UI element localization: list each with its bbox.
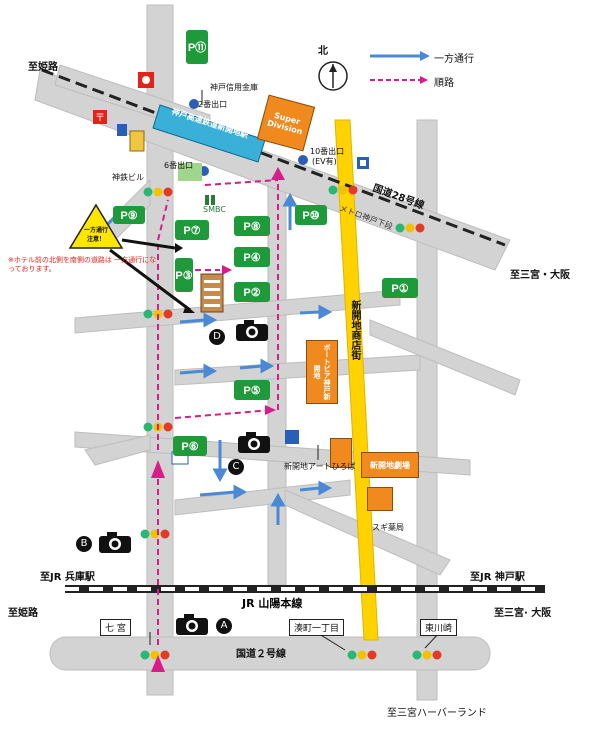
traffic-light — [395, 223, 425, 233]
traffic-light — [347, 650, 377, 660]
route28-rail — [41, 68, 506, 247]
sugi-label: スギ薬局 — [372, 523, 404, 532]
dest-harborland: 至三宮ハーバーランド — [387, 708, 487, 719]
road-h1 — [74, 289, 401, 334]
smbc-logo — [205, 195, 215, 205]
exit10-sub-label: (EV有) — [312, 157, 337, 166]
exit6-label: 6番出口 — [164, 161, 194, 170]
parking-p9[interactable]: P⑨ — [113, 206, 145, 224]
crossing-higashikawasaki: 東川崎 — [420, 619, 458, 636]
roads — [34, 4, 521, 701]
warning-sign-label: 一方通行 注意！ — [83, 227, 108, 243]
parking-p3[interactable]: P③ — [175, 258, 193, 292]
traffic-lights — [140, 185, 442, 660]
road-mid-right — [369, 319, 521, 396]
signboard-icon — [129, 130, 145, 152]
shinkaichi-theater-building: 新開地劇場 — [361, 452, 419, 478]
north-label: 北 — [318, 46, 328, 57]
oneway-arrows — [93, 192, 333, 525]
oneway-arrow — [199, 490, 236, 497]
art-hiroba-building — [330, 438, 352, 468]
exit10-label: 10番出口 — [310, 147, 345, 156]
dest-sannomiya-osaka-top: 至三宮・大阪 — [510, 270, 570, 281]
warning-icon — [68, 203, 124, 249]
legend-oneway-arrowhead — [420, 51, 430, 61]
exit2-label: 2番出口 — [198, 100, 228, 109]
bootopia-building: ボートピア神戸新開地 — [306, 340, 338, 404]
route-path — [157, 175, 279, 645]
kobe-bldg-label: 神鉄ビル — [112, 173, 144, 182]
dest-sannomiya-osaka-bottom: 至三宮· 大阪 — [494, 608, 552, 619]
kosoku-station — [152, 104, 266, 163]
jr-line-label: JR 山陽本線 — [242, 597, 303, 610]
legend-route-arrowhead — [420, 76, 428, 84]
svg-text:〒: 〒 — [95, 113, 105, 124]
warning-pointer — [121, 238, 176, 250]
legend-oneway-label: 一方通行 — [434, 54, 474, 65]
crossing-minatomachi: 湊町一丁目 — [289, 619, 345, 636]
camera-label-b: B — [76, 536, 92, 552]
traffic-light — [140, 650, 170, 660]
hotel-icon — [200, 273, 224, 313]
parking-p6[interactable]: P⑥ — [173, 436, 207, 456]
route2-label: 国道２号線 — [236, 649, 286, 660]
art-hiroba-label: 新開地アートひろば — [284, 462, 356, 471]
sugi-building — [367, 487, 393, 511]
crossing-nanamiya: 七 宮 — [100, 619, 131, 636]
traffic-light — [140, 529, 170, 539]
parking-p4[interactable]: P④ — [234, 247, 270, 267]
police-icon — [117, 124, 127, 136]
parking-p5[interactable]: P⑤ — [234, 380, 270, 400]
dest-jr-kobe: 至JR 神戸駅 — [470, 572, 525, 583]
camera-label-c: C — [228, 459, 244, 475]
parking-p11[interactable]: P⑪ — [186, 30, 208, 64]
traffic-light — [412, 650, 442, 660]
dest-himeji-bottom: 至姫路 — [8, 608, 38, 619]
camera-label-a: A — [216, 618, 232, 634]
traffic-light — [143, 187, 173, 197]
shopping-street-label: 新開地商店街 — [349, 300, 360, 360]
exit10-marker — [298, 155, 308, 165]
parking-p10[interactable]: P⑩ — [295, 205, 327, 225]
exit2-marker — [189, 99, 199, 109]
warning-note: ※ホテル前の北側を南側の道路は 一方通行になっております。 — [8, 256, 157, 273]
route28-sign-icon — [357, 157, 369, 169]
camera-label-d: D — [209, 329, 225, 345]
route-arrowheads — [151, 167, 285, 672]
green-area — [178, 163, 202, 181]
dest-jr-hyogo: 至JR 兵庫駅 — [40, 572, 95, 583]
parking-p2[interactable]: P② — [234, 282, 270, 302]
post-office-icon: 〒 — [93, 110, 107, 124]
parking-p8[interactable]: P⑧ — [234, 216, 270, 236]
bed-icon — [285, 430, 299, 444]
dest-himeji-top: 至姫路 — [28, 62, 58, 73]
legend-route-label: 順路 — [434, 78, 454, 89]
bank-icon — [138, 72, 154, 88]
road-left-low — [84, 434, 151, 466]
route-arrowhead — [151, 460, 165, 478]
traffic-light — [328, 185, 358, 195]
shinkin-label: 神戸信用金庫 — [210, 83, 258, 92]
smbc-label: SMBC — [203, 205, 226, 214]
parking-p7[interactable]: P⑦ — [175, 220, 209, 240]
parking-p1[interactable]: P① — [382, 278, 418, 298]
